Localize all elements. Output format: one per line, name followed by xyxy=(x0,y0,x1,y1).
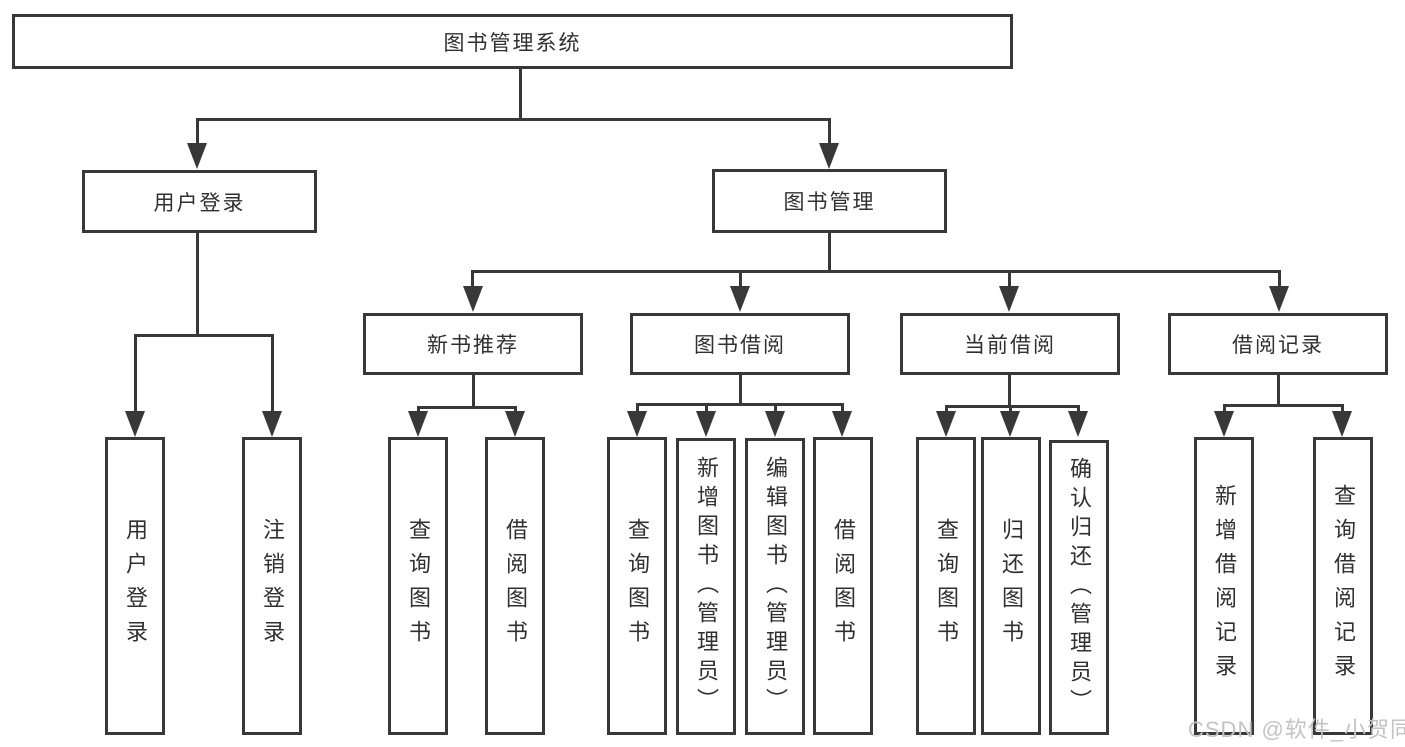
leaf-query-books-borrowing: 查询图书 xyxy=(607,437,667,735)
leaf-return-books: 归还图书 xyxy=(981,437,1041,735)
leaf-query-borrow-record: 查询借阅记录 xyxy=(1313,437,1373,735)
node-label: 借阅图书 xyxy=(831,518,856,654)
arrowhead-icon xyxy=(1000,411,1020,437)
connector-line xyxy=(1341,404,1344,412)
connector-line xyxy=(1077,405,1080,413)
arrowhead-icon xyxy=(832,411,852,437)
connector-line xyxy=(1278,270,1281,288)
node-book-borrowing: 图书借阅 xyxy=(630,313,850,375)
leaf-logout: 注销登录 xyxy=(242,437,302,735)
leaf-query-books-current: 查询图书 xyxy=(916,437,976,735)
connector-line xyxy=(828,118,831,146)
connector-line xyxy=(828,233,831,272)
connector-line xyxy=(134,334,137,413)
leaf-edit-books-admin: 编辑图书（管理员） xyxy=(745,438,805,735)
node-new-book-recommend: 新书推荐 xyxy=(363,313,583,375)
node-label: 新书推荐 xyxy=(427,334,519,357)
arrowhead-icon xyxy=(999,286,1019,312)
node-label: 当前借阅 xyxy=(964,334,1056,357)
connector-line xyxy=(417,406,517,409)
connector-line xyxy=(417,406,420,414)
node-borrowing-records: 借阅记录 xyxy=(1168,313,1388,375)
node-label: 确认归还（管理员） xyxy=(1067,457,1092,718)
connector-line xyxy=(196,118,830,121)
connector-line xyxy=(945,405,948,413)
connector-line xyxy=(196,118,199,146)
node-label: 查询图书 xyxy=(934,518,959,654)
leaf-user-login: 用户登录 xyxy=(105,437,165,735)
connector-line xyxy=(1009,405,1012,413)
connector-line xyxy=(705,403,708,411)
node-label: 编辑图书（管理员） xyxy=(763,456,788,717)
connector-line xyxy=(1223,404,1226,412)
connector-line xyxy=(1223,404,1344,407)
connector-line xyxy=(514,406,517,414)
arrowhead-icon xyxy=(730,286,750,312)
connector-line xyxy=(196,233,199,337)
node-label: 图书管理系统 xyxy=(443,31,582,55)
node-label: 借阅记录 xyxy=(1232,334,1324,357)
node-label: 查询借阅记录 xyxy=(1331,484,1356,688)
csdn-watermark: CSDN @软件_小贺同学 xyxy=(1188,717,1405,742)
connector-line xyxy=(271,334,274,413)
node-label: 归还图书 xyxy=(999,518,1024,654)
leaf-add-borrow-record: 新增借阅记录 xyxy=(1194,437,1254,735)
arrowhead-icon xyxy=(1332,411,1352,437)
arrowhead-icon xyxy=(187,143,207,169)
node-label: 新增图书（管理员） xyxy=(694,456,719,717)
arrowhead-icon xyxy=(463,286,483,312)
connector-line xyxy=(1277,375,1280,407)
arrowhead-icon xyxy=(1269,286,1289,312)
arrowhead-icon xyxy=(1068,411,1088,437)
arrowhead-icon xyxy=(765,411,785,437)
connector-line xyxy=(471,270,474,288)
node-label: 借阅图书 xyxy=(503,518,528,654)
node-label: 注销登录 xyxy=(260,518,285,654)
arrowhead-icon xyxy=(505,411,525,437)
connector-line xyxy=(1008,375,1011,408)
node-label: 图书管理 xyxy=(783,191,876,214)
arrowhead-icon xyxy=(936,411,956,437)
connector-line xyxy=(945,405,1080,408)
connector-line xyxy=(134,334,274,337)
node-label: 用户登录 xyxy=(153,191,246,215)
arrowhead-icon xyxy=(627,411,647,437)
node-label: 图书借阅 xyxy=(694,334,786,357)
arrowhead-icon xyxy=(262,411,282,437)
leaf-confirm-return-admin: 确认归还（管理员） xyxy=(1049,440,1109,735)
leaf-borrow-books: 借阅图书 xyxy=(813,437,873,735)
node-book-management: 图书管理 xyxy=(712,169,947,233)
node-library-management-system: 图书管理系统 xyxy=(12,14,1013,69)
connector-line xyxy=(471,270,1281,273)
leaf-query-books-recommend: 查询图书 xyxy=(388,437,448,735)
node-user-login: 用户登录 xyxy=(82,170,317,233)
arrowhead-icon xyxy=(1214,411,1234,437)
connector-line xyxy=(774,403,777,411)
arrowhead-icon xyxy=(408,411,428,437)
connector-line xyxy=(841,403,844,411)
connector-line xyxy=(739,270,742,288)
leaf-add-books-admin: 新增图书（管理员） xyxy=(676,438,736,735)
connector-line xyxy=(1008,270,1011,288)
node-label: 查询图书 xyxy=(625,518,650,654)
connector-line xyxy=(519,69,522,121)
connector-line xyxy=(472,375,475,409)
connector-line xyxy=(636,403,844,406)
node-label: 新增借阅记录 xyxy=(1212,484,1237,688)
node-label: 用户登录 xyxy=(123,518,148,654)
node-label: 查询图书 xyxy=(406,518,431,654)
arrowhead-icon xyxy=(125,411,145,437)
connector-line xyxy=(636,403,639,411)
arrowhead-icon xyxy=(819,143,839,169)
connector-line xyxy=(739,375,742,406)
arrowhead-icon xyxy=(696,411,716,437)
node-current-borrowing: 当前借阅 xyxy=(900,313,1120,375)
leaf-borrow-books-recommend: 借阅图书 xyxy=(485,437,545,735)
